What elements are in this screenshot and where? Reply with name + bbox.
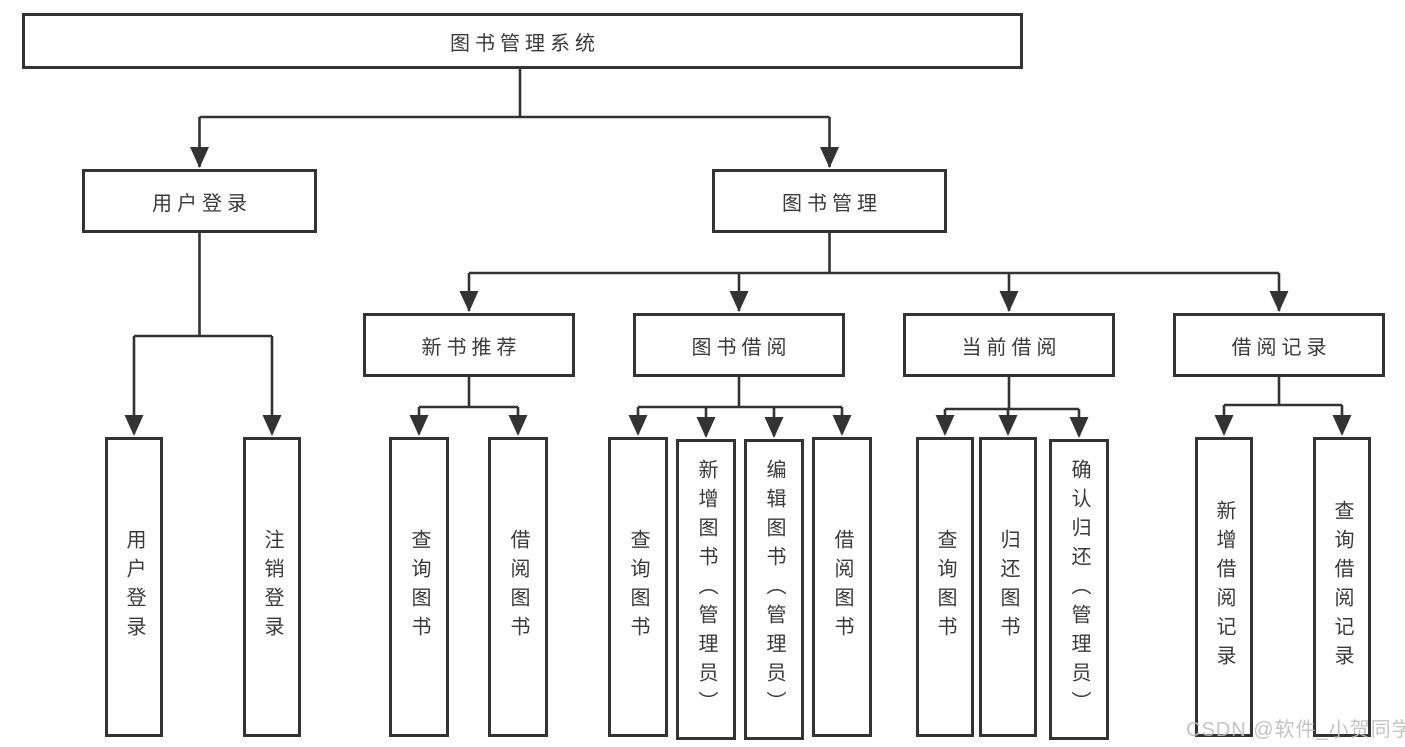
node-borrow-record: 借阅记录 <box>1173 313 1385 377</box>
leaf-logout: 注销登录 <box>243 437 301 737</box>
node-new-book-recommend: 新书推荐 <box>363 313 575 377</box>
leaf-record-add-record: 新增借阅记录 <box>1195 437 1253 737</box>
leaf-record-query-record: 查询借阅记录 <box>1313 437 1371 737</box>
leaf-borrow-query-books: 查询图书 <box>608 437 668 737</box>
node-current-borrow: 当前借阅 <box>903 313 1115 377</box>
leaf-newbook-query-books: 查询图书 <box>389 437 449 737</box>
node-book-management: 图书管理 <box>712 169 947 233</box>
leaf-borrow-borrow-books: 借阅图书 <box>812 437 872 737</box>
node-root: 图书管理系统 <box>22 13 1023 69</box>
leaf-borrow-edit-books-admin: 编辑图书（管理员） <box>744 439 804 740</box>
leaf-current-confirm-return-admin: 确认归还（管理员） <box>1049 439 1109 740</box>
node-book-borrow: 图书借阅 <box>633 313 845 377</box>
leaf-borrow-add-books-admin: 新增图书（管理员） <box>676 439 736 740</box>
leaf-current-query-books: 查询图书 <box>916 437 974 737</box>
leaf-newbook-borrow-books: 借阅图书 <box>488 437 548 737</box>
watermark: CSDN @软件_小贺同学 <box>1186 719 1405 741</box>
leaf-user-login: 用户登录 <box>105 437 163 737</box>
leaf-current-return-books: 归还图书 <box>979 437 1037 737</box>
node-user-login: 用户登录 <box>82 169 317 233</box>
